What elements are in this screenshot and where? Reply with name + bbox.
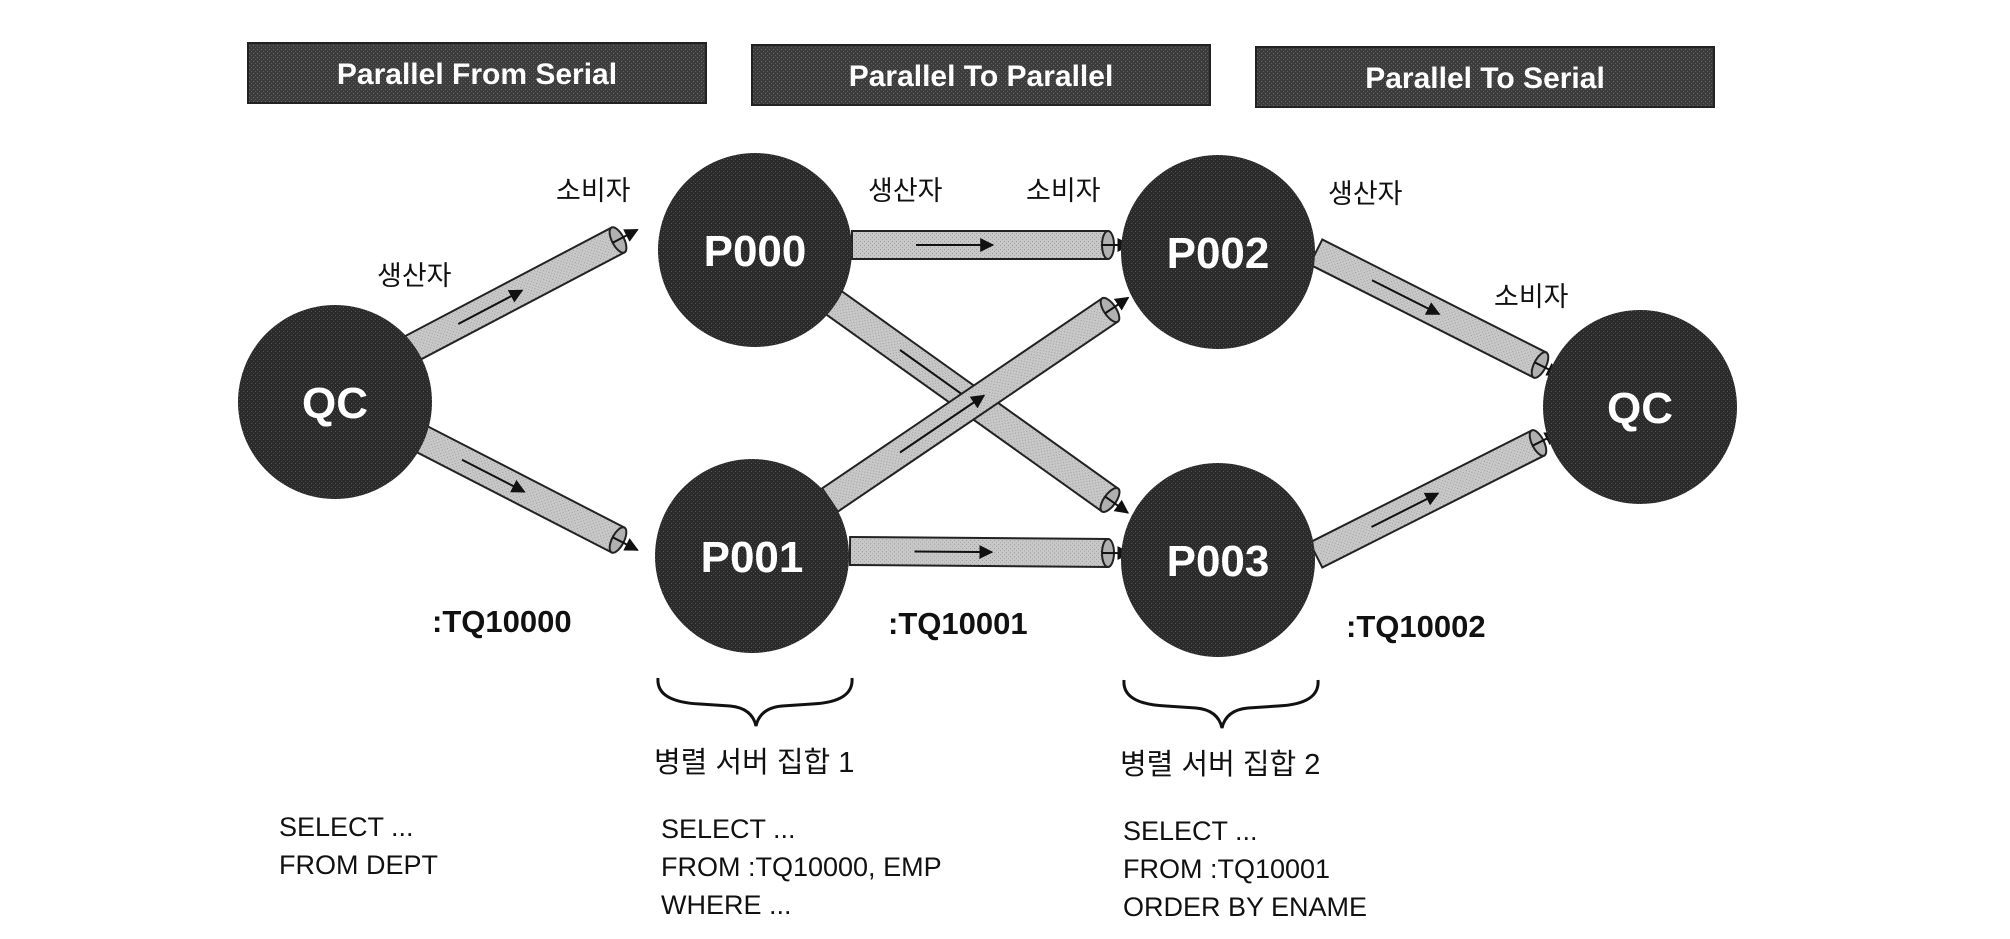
brace-server-set-2: [1124, 680, 1318, 728]
node-p000: P000: [658, 153, 852, 347]
table-queue-label-tq10000: :TQ10000: [432, 604, 572, 639]
pipe-p000-to-p002: [852, 231, 1130, 259]
sql-line: WHERE ...: [661, 890, 792, 920]
role-label-p002-producer: 생산자: [1328, 179, 1403, 209]
header-label: Parallel To Parallel: [849, 60, 1114, 93]
sql-line: SELECT ...: [661, 814, 796, 844]
sql-line: FROM :TQ10001: [1123, 854, 1330, 884]
header-parallel-from-serial: Parallel From Serial: [248, 43, 706, 103]
pipe-p001-to-p003: [850, 537, 1130, 567]
sql-line: SELECT ...: [1123, 816, 1258, 846]
node-label: P000: [704, 227, 807, 276]
brace-server-set-1: [658, 678, 852, 726]
pipe-p003-to-qc: [1310, 421, 1564, 568]
table-queue-label-tq10001: :TQ10001: [888, 606, 1028, 641]
server-set-label-2: 병렬 서버 집합 2: [1120, 748, 1320, 781]
sql-line: FROM DEPT: [279, 850, 438, 880]
node-label: P001: [701, 533, 804, 582]
sql-block-qc: SELECT ... FROM DEPT: [279, 812, 438, 880]
pipe-qc-to-p001: [404, 421, 644, 563]
node-p002: P002: [1121, 155, 1315, 349]
role-label-p000-producer: 생산자: [868, 176, 943, 206]
sql-block-set-1: SELECT ... FROM :TQ10000, EMP WHERE ...: [661, 814, 942, 920]
node-label: QC: [302, 379, 368, 428]
header-label: Parallel To Serial: [1365, 62, 1605, 95]
sql-line: ORDER BY ENAME: [1123, 892, 1367, 922]
role-label-qc-producer: 생산자: [377, 261, 452, 291]
role-label-p000-consumer: 소비자: [556, 176, 631, 206]
node-label: QC: [1607, 384, 1673, 433]
header-label: Parallel From Serial: [337, 58, 617, 91]
node-p003: P003: [1121, 463, 1315, 657]
server-set-label-1: 병렬 서버 집합 1: [654, 746, 854, 779]
sql-line: FROM :TQ10000, EMP: [661, 852, 942, 882]
header-parallel-to-parallel: Parallel To Parallel: [752, 45, 1210, 105]
node-label: P002: [1167, 229, 1270, 278]
sql-line: SELECT ...: [279, 812, 414, 842]
node-qc-left: QC: [238, 305, 432, 499]
node-p001: P001: [655, 459, 849, 653]
role-label-qc-right-consumer: 소비자: [1494, 282, 1569, 312]
node-qc-right: QC: [1543, 310, 1737, 504]
table-queue-label-tq10002: :TQ10002: [1346, 609, 1486, 644]
header-parallel-to-serial: Parallel To Serial: [1256, 47, 1714, 107]
role-label-p002-consumer: 소비자: [1026, 176, 1101, 206]
pipe-p002-to-qc: [1310, 240, 1566, 388]
pipes-layer: [398, 217, 1565, 567]
node-label: P003: [1167, 537, 1270, 586]
sql-block-set-2: SELECT ... FROM :TQ10001 ORDER BY ENAME: [1123, 816, 1367, 922]
